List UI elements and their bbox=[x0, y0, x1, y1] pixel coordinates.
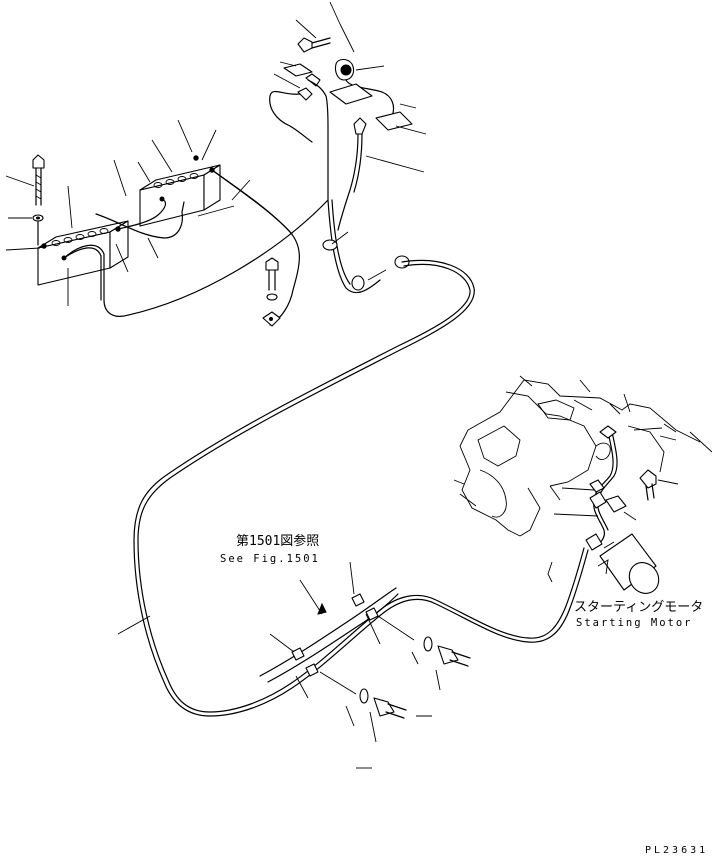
starter-cable bbox=[133, 259, 589, 717]
starting-motor bbox=[597, 533, 660, 594]
starting-motor-label-jp: スターティングモータ bbox=[574, 600, 703, 615]
battery-right bbox=[139, 155, 221, 227]
engine bbox=[453, 375, 701, 583]
drawing-number: PL23631 bbox=[645, 845, 708, 856]
battery-relay bbox=[269, 37, 413, 231]
fig-ref-jp: 第1501図参照 bbox=[236, 533, 319, 549]
battery-left bbox=[37, 220, 129, 286]
battery-bolt bbox=[32, 154, 45, 246]
engine-wiring bbox=[585, 425, 657, 551]
battery-cables bbox=[63, 127, 410, 326]
ground-bolt bbox=[262, 257, 281, 327]
ref-arrow bbox=[317, 602, 327, 615]
starting-motor-label-en: Starting Motor bbox=[576, 617, 693, 629]
fig-ref-en: See Fig.1501 bbox=[220, 553, 320, 565]
frame-clamp-assembly bbox=[259, 587, 471, 719]
leader-lines bbox=[5, 1, 712, 769]
